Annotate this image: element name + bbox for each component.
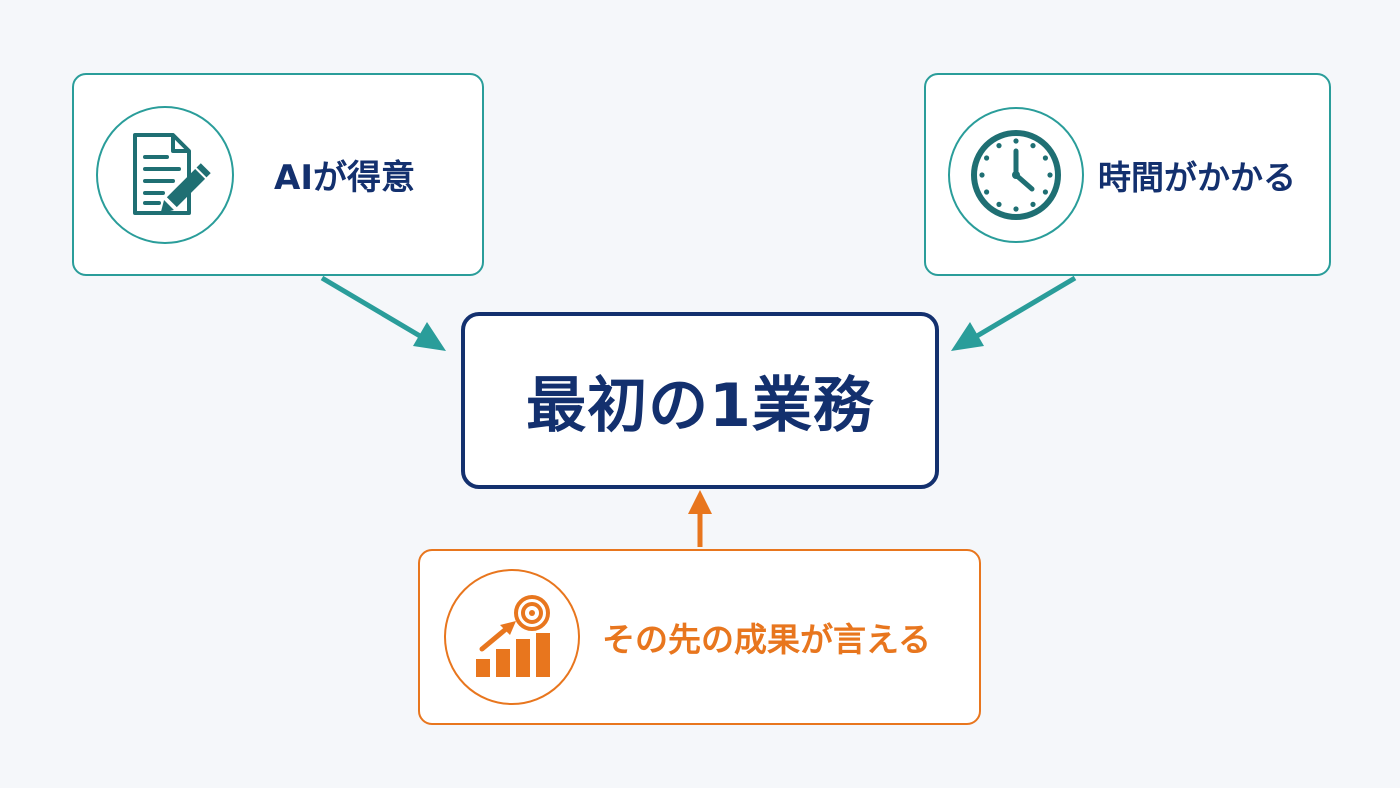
node-takes-time-label: 時間がかかる xyxy=(1098,157,1296,197)
arrow-result-to-main xyxy=(688,490,712,547)
node-results: その先の成果が言える xyxy=(418,549,981,725)
growth-chart-target-icon xyxy=(444,569,580,705)
node-ai-good-label: AIが得意 xyxy=(274,158,415,198)
node-first-task-label: 最初の1業務 xyxy=(526,371,874,441)
clock-icon xyxy=(948,106,1084,243)
node-ai-good: AIが得意 xyxy=(72,73,484,276)
arrow-ai-to-main xyxy=(320,275,446,351)
node-takes-time: 時間がかかる xyxy=(924,73,1331,276)
node-first-task: 最初の1業務 xyxy=(461,312,939,489)
document-pencil-icon xyxy=(96,105,234,244)
arrow-time-to-main xyxy=(951,275,1077,351)
node-results-label: その先の成果が言える xyxy=(602,620,932,659)
